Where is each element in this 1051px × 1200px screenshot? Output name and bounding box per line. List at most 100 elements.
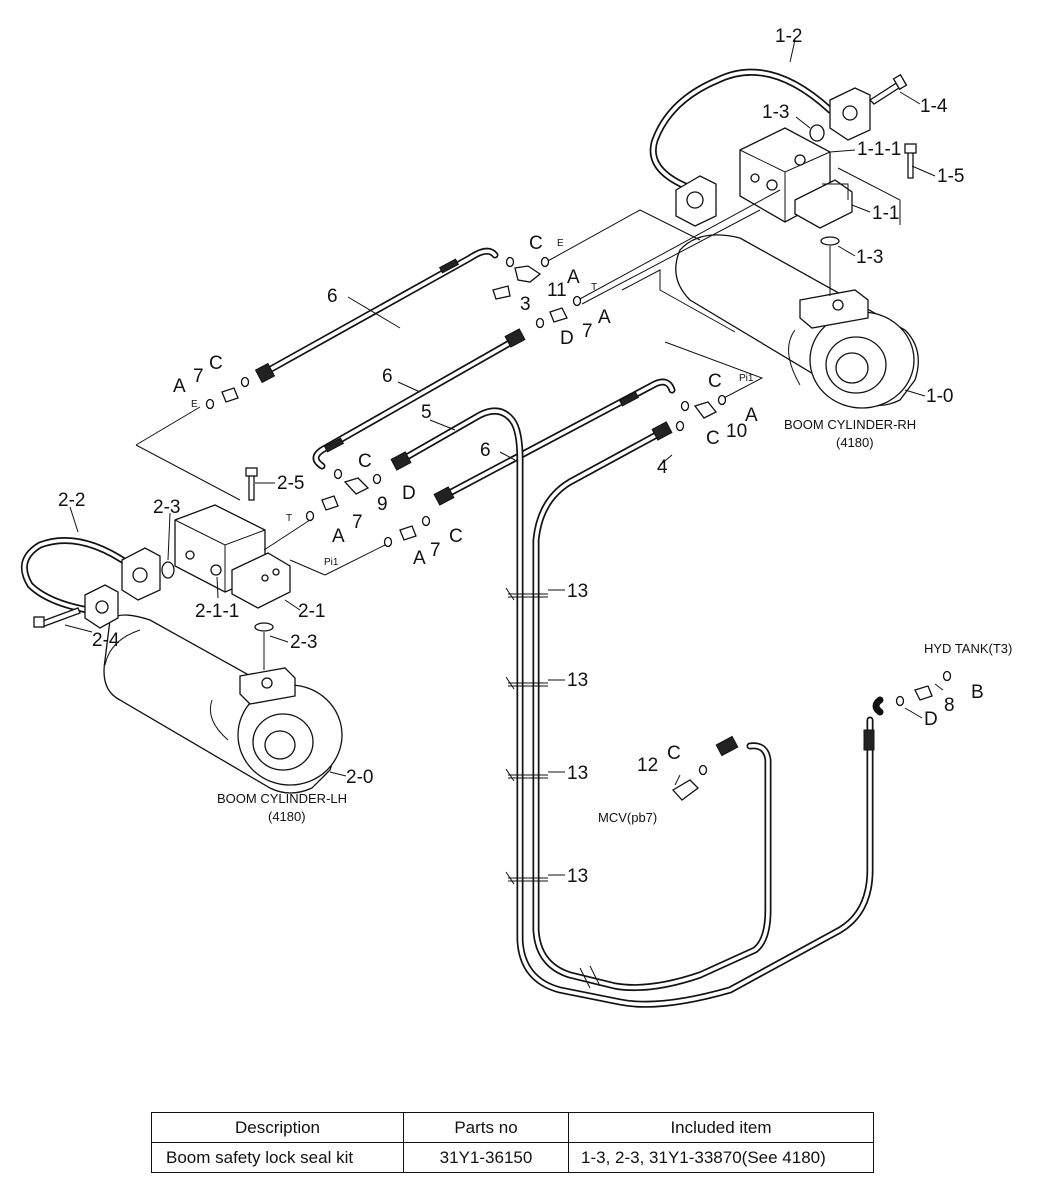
cylinder-captions: BOOM CYLINDER-RH (4180) BOOM CYLINDER-LH…: [217, 417, 916, 824]
label-B: B: [971, 682, 984, 703]
label-2-5: 2-5: [277, 473, 304, 494]
label-2-0: 2-0: [346, 767, 373, 788]
label-13-c: 13: [567, 763, 588, 784]
o-ring-1-3-lower: [820, 236, 840, 246]
label-C-4: C: [706, 428, 720, 449]
hose-8: [872, 696, 884, 716]
cell-parts-no: 31Y1-36150: [403, 1142, 569, 1173]
label-C-6: C: [449, 526, 463, 547]
label-3: 3: [520, 294, 531, 315]
label-7-a: 7: [582, 321, 593, 342]
bolt-2-4: [33, 607, 81, 628]
label-C-2: C: [209, 353, 223, 374]
hose-6-middle: [312, 328, 526, 470]
boom-cylinder-lh: [103, 614, 343, 794]
label-mcv: MCV(pb7): [598, 810, 657, 825]
label-8: 8: [944, 695, 955, 716]
label-13-d: 13: [567, 866, 588, 887]
hose-5: [390, 407, 875, 1008]
label-13-b: 13: [567, 670, 588, 691]
leader-lines: [64, 39, 944, 876]
label-4: 4: [657, 457, 668, 478]
bolt-1-4: [868, 73, 908, 105]
label-9: 9: [377, 494, 388, 515]
label-hyd-tank: HYD TANK(T3): [924, 641, 1012, 656]
cell-included-item: 1-3, 2-3, 31Y1-33870(See 4180): [568, 1142, 874, 1173]
label-T-1: T: [591, 282, 597, 293]
clamp-13-c: [505, 768, 548, 782]
boom-cylinder-rh: [621, 234, 919, 409]
table-header-row: Description Parts no Included item: [151, 1112, 874, 1143]
label-1-5: 1-5: [937, 166, 964, 187]
label-A-6: A: [413, 548, 426, 569]
label-6-a: 6: [327, 286, 338, 307]
label-2-3-lower: 2-3: [290, 632, 317, 653]
label-C-3: C: [708, 371, 722, 392]
clamp-13-b: [505, 676, 548, 690]
label-12: 12: [637, 755, 658, 776]
caption-lh-ref: (4180): [268, 809, 306, 824]
valve-block-1-1: [739, 127, 901, 229]
label-D-3: D: [924, 709, 938, 730]
label-A-4: A: [745, 405, 758, 426]
label-2-3-upper: 2-3: [153, 497, 180, 518]
label-5: 5: [421, 402, 432, 423]
bolt-2-5: [245, 467, 258, 501]
label-7-c: 7: [352, 512, 363, 533]
label-6-b: 6: [382, 366, 393, 387]
parts-table: Description Parts no Included item Boom …: [151, 1112, 874, 1173]
label-2-4: 2-4: [92, 630, 120, 651]
label-2-2: 2-2: [58, 490, 85, 511]
label-Pi1-rh: Pi1: [739, 373, 754, 384]
bolt-1-5: [904, 143, 917, 179]
label-1-3-lower: 1-3: [856, 247, 883, 268]
hose-2-2: [20, 537, 161, 629]
label-1-1: 1-1: [872, 203, 899, 224]
caption-rh-name: BOOM CYLINDER-RH: [784, 417, 916, 432]
clamp-13-d: [505, 871, 548, 885]
label-D-2: D: [402, 483, 416, 504]
label-1-2: 1-2: [775, 26, 802, 47]
label-11: 11: [547, 280, 567, 301]
label-E-2: E: [191, 399, 198, 410]
label-1-0: 1-0: [926, 386, 953, 407]
label-2-1-1: 2-1-1: [195, 601, 239, 622]
label-C-5: C: [358, 451, 372, 472]
label-7-b: 7: [193, 366, 204, 387]
header-parts-no: Parts no: [403, 1112, 569, 1143]
header-description: Description: [151, 1112, 404, 1143]
label-2-1: 2-1: [298, 601, 325, 622]
label-A-1: A: [567, 267, 580, 288]
label-7-d: 7: [430, 540, 441, 561]
label-E-1: E: [557, 238, 564, 249]
table-row: Boom safety lock seal kit 31Y1-36150 1-3…: [151, 1142, 874, 1173]
hose-4: [532, 421, 772, 992]
hose-1-2: [649, 68, 871, 227]
o-ring-2-3-lower: [254, 622, 274, 632]
label-Pi1-lh: Pi1: [324, 557, 339, 568]
parts-diagram: 1-2 1-4 1-3 1-1-1 1-5 1-1 1-3 1-0 C E A …: [20, 26, 1012, 1008]
label-A-5: A: [332, 526, 345, 547]
callout-labels: 1-2 1-4 1-3 1-1-1 1-5 1-1 1-3 1-0 C E A …: [58, 26, 1012, 887]
label-C-7: C: [667, 743, 681, 764]
caption-lh-name: BOOM CYLINDER-LH: [217, 791, 347, 806]
label-1-4: 1-4: [920, 96, 948, 117]
label-C-1: C: [529, 233, 543, 254]
label-10: 10: [726, 421, 747, 442]
caption-rh-ref: (4180): [836, 435, 874, 450]
hose-6-upper: [254, 247, 499, 384]
clamp-13-a: [505, 587, 548, 601]
hose-6-lower: [433, 378, 676, 506]
valve-block-2-1: [174, 504, 291, 609]
label-1-1-1: 1-1-1: [857, 139, 901, 160]
cell-description: Boom safety lock seal kit: [151, 1142, 404, 1173]
o-ring-2-3: [161, 561, 175, 579]
header-included-item: Included item: [568, 1112, 874, 1143]
label-T-2: T: [286, 513, 292, 524]
o-ring-1-3: [809, 124, 825, 142]
label-13-a: 13: [567, 581, 588, 602]
label-A-3: A: [173, 376, 186, 397]
label-1-3-upper: 1-3: [762, 102, 789, 123]
label-6-c: 6: [480, 440, 491, 461]
fittings: [205, 256, 952, 801]
